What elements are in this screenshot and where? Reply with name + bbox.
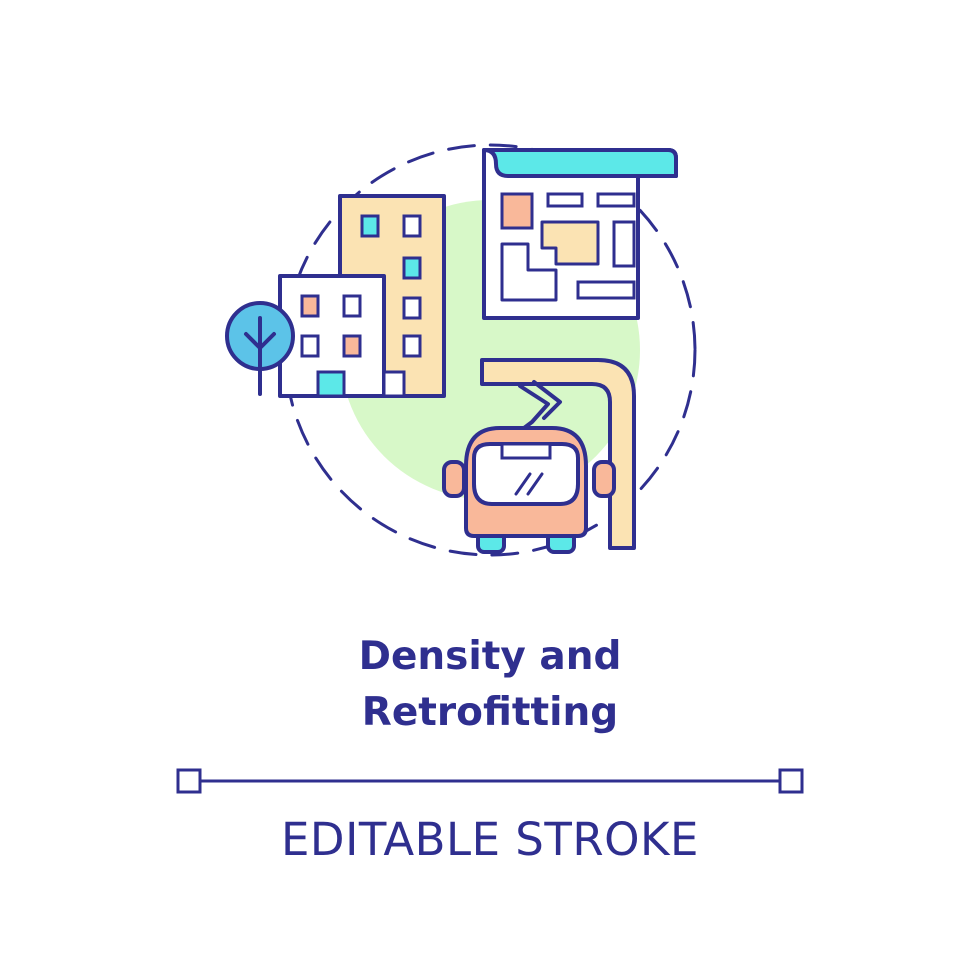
stroke-divider	[176, 768, 804, 794]
divider-left-handle	[176, 768, 202, 794]
tree-icon	[225, 301, 295, 396]
city-map-icon	[482, 148, 678, 320]
bus-stop-icon	[480, 358, 636, 550]
density-retrofitting-icon	[225, 143, 697, 557]
apartment-buildings-icon	[278, 194, 446, 398]
divider-right-handle	[778, 768, 804, 794]
title-line-1: Density and	[358, 634, 622, 679]
trolleybus-icon	[442, 380, 616, 554]
title-line-2: Retrofitting	[361, 690, 619, 735]
editable-stroke-caption: EDITABLE STROKE	[281, 813, 699, 866]
